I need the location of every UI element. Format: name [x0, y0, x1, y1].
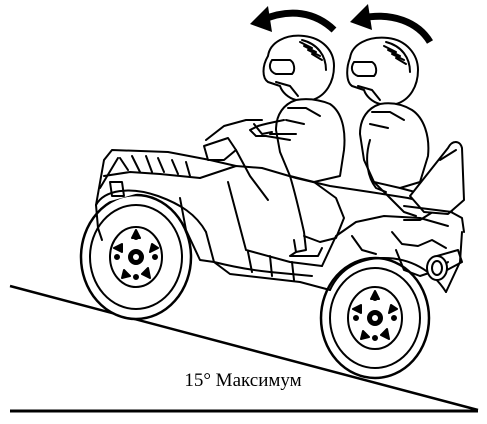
slope-angle-label: 15° Максимум [163, 370, 323, 392]
rear-wheel-icon [321, 258, 429, 378]
atv-with-riders-icon [81, 36, 464, 378]
lean-arrow-icon-front [250, 6, 334, 32]
lean-arrow-icon-rear [350, 4, 430, 42]
front-rider-icon [250, 36, 344, 256]
